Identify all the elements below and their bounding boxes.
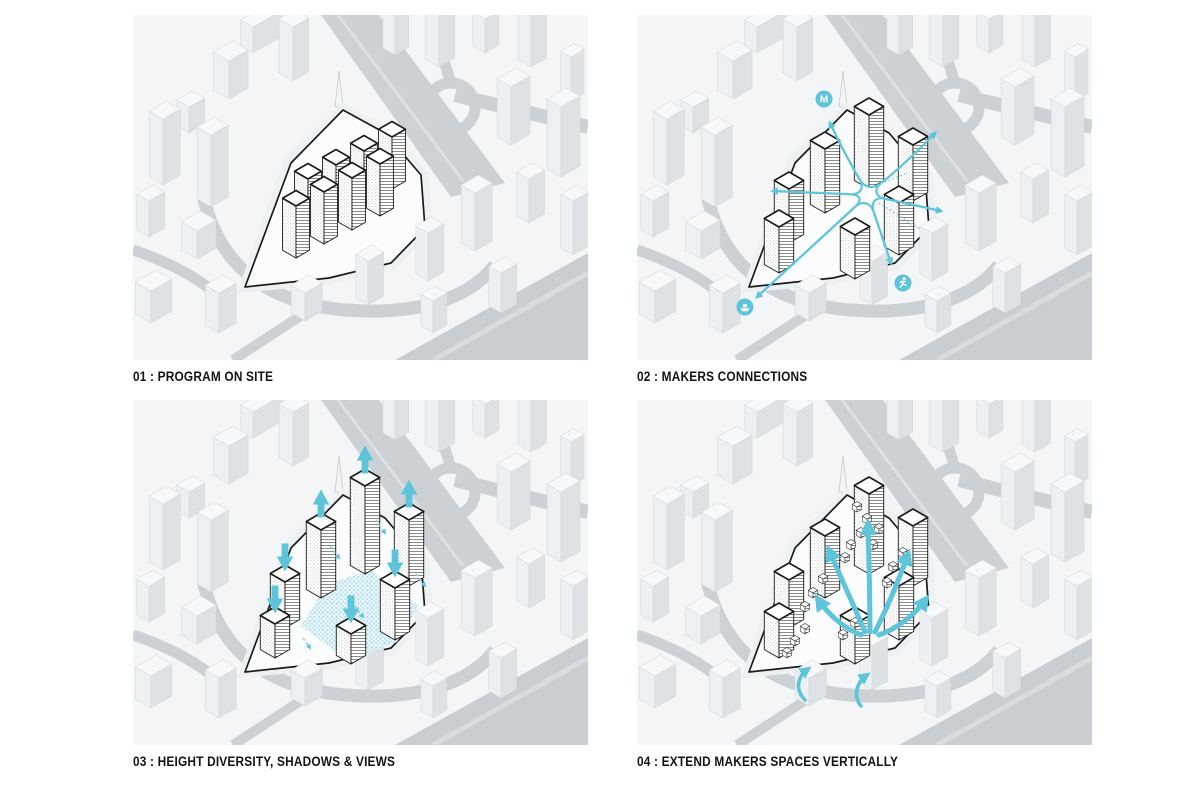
panel-03-height-diversity: 03 : HEIGHT DIVERSITY, SHADOWS & VIEWS [133,400,588,769]
connection-network [754,120,944,299]
panel-01-drawing [133,15,588,360]
context-buildings [639,400,1092,719]
city-context [133,400,588,745]
roundabout [421,462,481,522]
roundabout [925,77,985,137]
context-buildings [135,400,588,719]
panel-01-label: 01 : PROGRAM ON SITE [133,369,274,384]
svg-text:M: M [820,95,828,106]
height-arrows [266,445,418,624]
view-arrows [302,519,427,650]
panel-03-drawing [133,400,588,745]
context-buildings [135,15,588,334]
boat-pier-icon [736,298,754,316]
panel-04-extend-vertically: 04 : EXTEND MAKERS SPACES VERTICALLY [637,400,1092,769]
city-context [637,400,1092,745]
panel-02-drawing: M [637,15,1092,360]
metro-station-icon: M [815,90,833,108]
panel-02-makers-connections: M 02 : MAKERS CONNECTIONS [637,15,1092,384]
panel-02-label: 02 : MAKERS CONNECTIONS [637,369,808,384]
context-buildings [639,15,1092,334]
roundabout [925,462,985,522]
panel-04-drawing [637,400,1092,745]
runner-icon [894,274,912,292]
panel-03-label: 03 : HEIGHT DIVERSITY, SHADOWS & VIEWS [133,754,396,769]
site-towers [763,97,929,280]
panel-01-program-on-site: 01 : PROGRAM ON SITE [133,15,588,384]
flow-arrows [796,518,930,708]
roundabout [421,77,481,137]
panel-04-label: 04 : EXTEND MAKERS SPACES VERTICALLY [637,754,899,769]
site-towers [281,120,407,259]
